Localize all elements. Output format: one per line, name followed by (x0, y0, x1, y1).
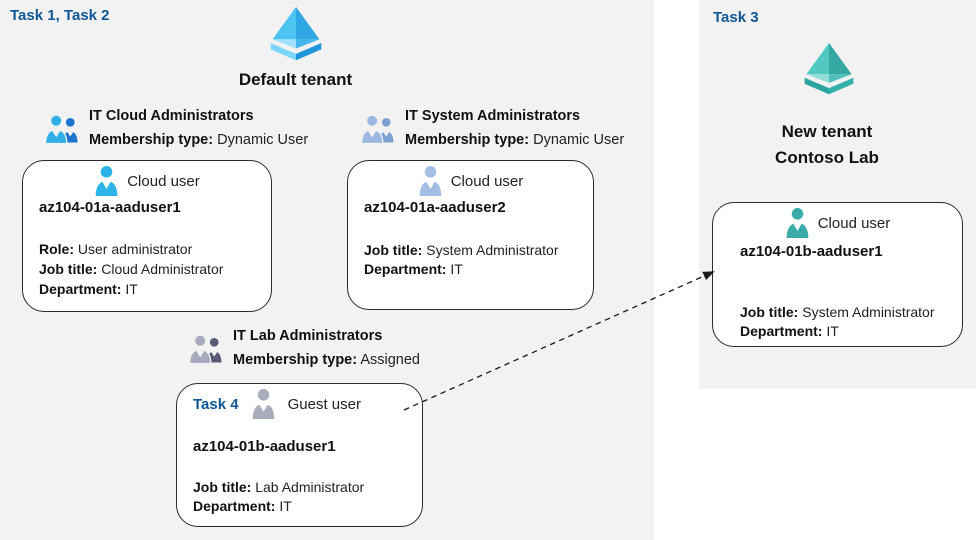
detail-label: Department: (740, 323, 823, 339)
detail-value: IT (826, 323, 839, 339)
task-4-label: Task 4 (193, 395, 239, 413)
azure-tenant-icon-teal (797, 42, 861, 96)
cloud-user-icon (418, 165, 443, 197)
detail-label: Job title: (39, 261, 98, 277)
task-1-2-label: Task 1, Task 2 (10, 7, 110, 24)
detail-value: Cloud Administrator (101, 261, 224, 277)
detail-label: Job title: (364, 242, 423, 258)
username: az104-01a-aaduser2 (364, 199, 506, 216)
user-details: Job title: System Administrator Departme… (364, 241, 559, 279)
membership-type-value: Dynamic User (217, 132, 309, 148)
detail-label: Role: (39, 241, 74, 257)
detail-label: Job title: (740, 304, 799, 320)
group-text: IT System Administrators Membership type… (405, 104, 624, 152)
group-membership: Membership type: Dynamic User (405, 128, 624, 152)
default-tenant-title: Default tenant (238, 70, 353, 89)
user-type-label: Cloud user (127, 172, 200, 190)
detail-value: User administrator (77, 241, 193, 257)
user-type-row: Cloud user (348, 165, 593, 197)
cloud-user-icon (94, 165, 119, 197)
azure-tenant-icon-blue (260, 6, 332, 62)
detail-label: Department: (39, 281, 122, 297)
detail-value: System Administrator (426, 242, 559, 258)
detail-line: Role: User administrator (39, 239, 223, 259)
group-text: IT Cloud Administrators Membership type:… (89, 104, 308, 152)
guest-user-card: Task 4 Guest user az104-01b-aaduser1 Job… (176, 383, 423, 527)
user-type-label: Guest user (287, 395, 361, 413)
membership-type-value: Dynamic User (533, 132, 625, 148)
cloud-user-card-aaduser2: Cloud user az104-01a-aaduser2 Job title:… (347, 160, 594, 310)
new-tenant-cloud-user-card: Cloud user az104-01b-aaduser1 Job title:… (712, 202, 963, 347)
username: az104-01b-aaduser1 (740, 243, 883, 260)
group-title: IT System Administrators (405, 108, 581, 124)
group-title: IT Cloud Administrators (89, 108, 254, 124)
detail-value: IT (125, 281, 138, 297)
username: az104-01b-aaduser1 (193, 438, 336, 455)
membership-type-label: Membership type: (405, 132, 530, 148)
new-tenant-title-line1: New tenant (781, 122, 873, 141)
group-it-system-administrators: IT System Administrators Membership type… (360, 104, 624, 152)
user-details: Role: User administrator Job title: Clou… (39, 239, 223, 299)
detail-line: Department: IT (364, 260, 559, 279)
user-details: Job title: Lab Administrator Department:… (193, 478, 364, 516)
guest-user-icon (251, 388, 276, 420)
detail-value: IT (450, 261, 463, 277)
detail-line: Department: IT (193, 497, 364, 516)
detail-line: Job title: System Administrator (364, 241, 559, 260)
cloud-user-icon (785, 207, 810, 239)
group-title: IT Lab Administrators (233, 328, 383, 344)
group-text: IT Lab Administrators Membership type: A… (233, 324, 420, 372)
detail-line: Department: IT (39, 279, 223, 299)
user-type-row: Cloud user (713, 207, 962, 239)
group-membership: Membership type: Assigned (233, 348, 420, 372)
cloud-user-card-aaduser1: Cloud user az104-01a-aaduser1 Role: User… (22, 160, 272, 312)
group-people-icon (44, 113, 80, 144)
group-people-icon (188, 333, 224, 364)
detail-value: IT (279, 498, 292, 514)
group-membership: Membership type: Dynamic User (89, 128, 308, 152)
detail-value: System Administrator (802, 304, 935, 320)
task-3-label: Task 3 (713, 9, 759, 26)
detail-line: Job title: Cloud Administrator (39, 259, 223, 279)
user-details: Job title: System Administrator Departme… (740, 303, 935, 341)
group-people-icon (360, 113, 396, 144)
group-it-cloud-administrators: IT Cloud Administrators Membership type:… (44, 104, 308, 152)
detail-value: Lab Administrator (255, 479, 365, 495)
user-type-row: Task 4 Guest user (193, 388, 422, 420)
user-type-row: Cloud user (23, 165, 271, 197)
detail-line: Job title: Lab Administrator (193, 478, 364, 497)
detail-label: Department: (193, 498, 276, 514)
username: az104-01a-aaduser1 (39, 199, 181, 216)
membership-type-value: Assigned (360, 352, 420, 368)
detail-line: Job title: System Administrator (740, 303, 935, 322)
detail-label: Department: (364, 261, 447, 277)
new-tenant-title-line2: Contoso Lab (775, 148, 879, 167)
group-it-lab-administrators: IT Lab Administrators Membership type: A… (188, 324, 420, 372)
detail-line: Department: IT (740, 322, 935, 341)
membership-type-label: Membership type: (233, 352, 358, 368)
detail-label: Job title: (193, 479, 252, 495)
membership-type-label: Membership type: (89, 132, 214, 148)
user-type-label: Cloud user (817, 214, 891, 232)
user-type-label: Cloud user (450, 172, 524, 190)
